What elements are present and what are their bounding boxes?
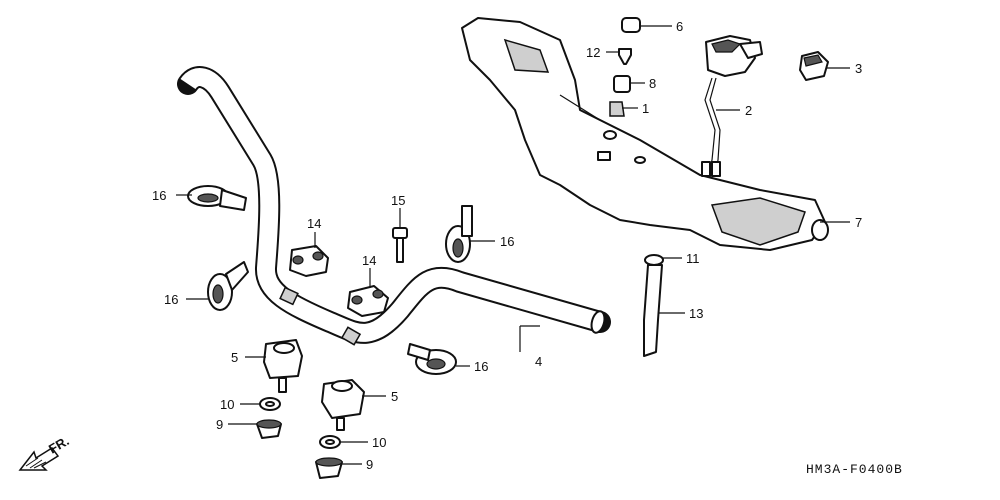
callout-14-right: 14 bbox=[362, 253, 376, 268]
diagram-code: HM3A-F0400B bbox=[806, 462, 903, 477]
callout-16-lower-right: 16 bbox=[474, 359, 488, 374]
tube-and-clip bbox=[643, 254, 664, 357]
upper-holder-left bbox=[289, 245, 329, 277]
upper-fasteners bbox=[609, 17, 641, 117]
lower-holder-left bbox=[263, 339, 303, 393]
callout-7: 7 bbox=[855, 215, 862, 230]
nut-right bbox=[315, 457, 343, 479]
nut-left bbox=[256, 419, 282, 439]
front-direction-marker: FR. bbox=[18, 433, 72, 471]
callout-5-right: 5 bbox=[391, 389, 398, 404]
callout-9-left: 9 bbox=[216, 417, 223, 432]
handlebar bbox=[177, 66, 611, 346]
callout-2: 2 bbox=[745, 103, 752, 118]
washer-right bbox=[319, 435, 341, 449]
band-upper-left bbox=[187, 185, 247, 211]
lower-holder-right bbox=[321, 379, 365, 431]
callout-1: 1 bbox=[642, 101, 649, 116]
callout-15: 15 bbox=[391, 193, 405, 208]
front-arrow-icon bbox=[18, 446, 60, 471]
callout-3: 3 bbox=[855, 61, 862, 76]
callout-10-left: 10 bbox=[220, 397, 234, 412]
callout-5-left: 5 bbox=[231, 350, 238, 365]
ignition-switch bbox=[701, 35, 763, 177]
band-mid-left bbox=[207, 261, 249, 311]
washer-left bbox=[259, 397, 281, 411]
upper-holder-right bbox=[347, 285, 389, 317]
callout-16-upper-left: 16 bbox=[152, 188, 166, 203]
band-upper-right bbox=[445, 205, 473, 263]
callout-6: 6 bbox=[676, 19, 683, 34]
leader-lines bbox=[176, 25, 850, 465]
callout-8: 8 bbox=[649, 76, 656, 91]
callout-11: 11 bbox=[686, 251, 700, 266]
callout-10-right: 10 bbox=[372, 435, 386, 450]
holder-bolt bbox=[392, 227, 408, 263]
handlebar-cover bbox=[461, 17, 829, 251]
band-lower-right bbox=[407, 343, 457, 375]
callout-9-right: 9 bbox=[366, 457, 373, 472]
callout-12: 12 bbox=[586, 45, 600, 60]
callout-labels: 6 12 8 1 2 3 7 11 13 16 16 16 16 14 14 1… bbox=[152, 19, 862, 472]
cover-cap bbox=[799, 51, 829, 81]
callout-14-left: 14 bbox=[307, 216, 321, 231]
callout-16-upper-right: 16 bbox=[500, 234, 514, 249]
callout-4: 4 bbox=[535, 354, 542, 369]
callout-13: 13 bbox=[689, 306, 703, 321]
callout-16-mid-left: 16 bbox=[164, 292, 178, 307]
